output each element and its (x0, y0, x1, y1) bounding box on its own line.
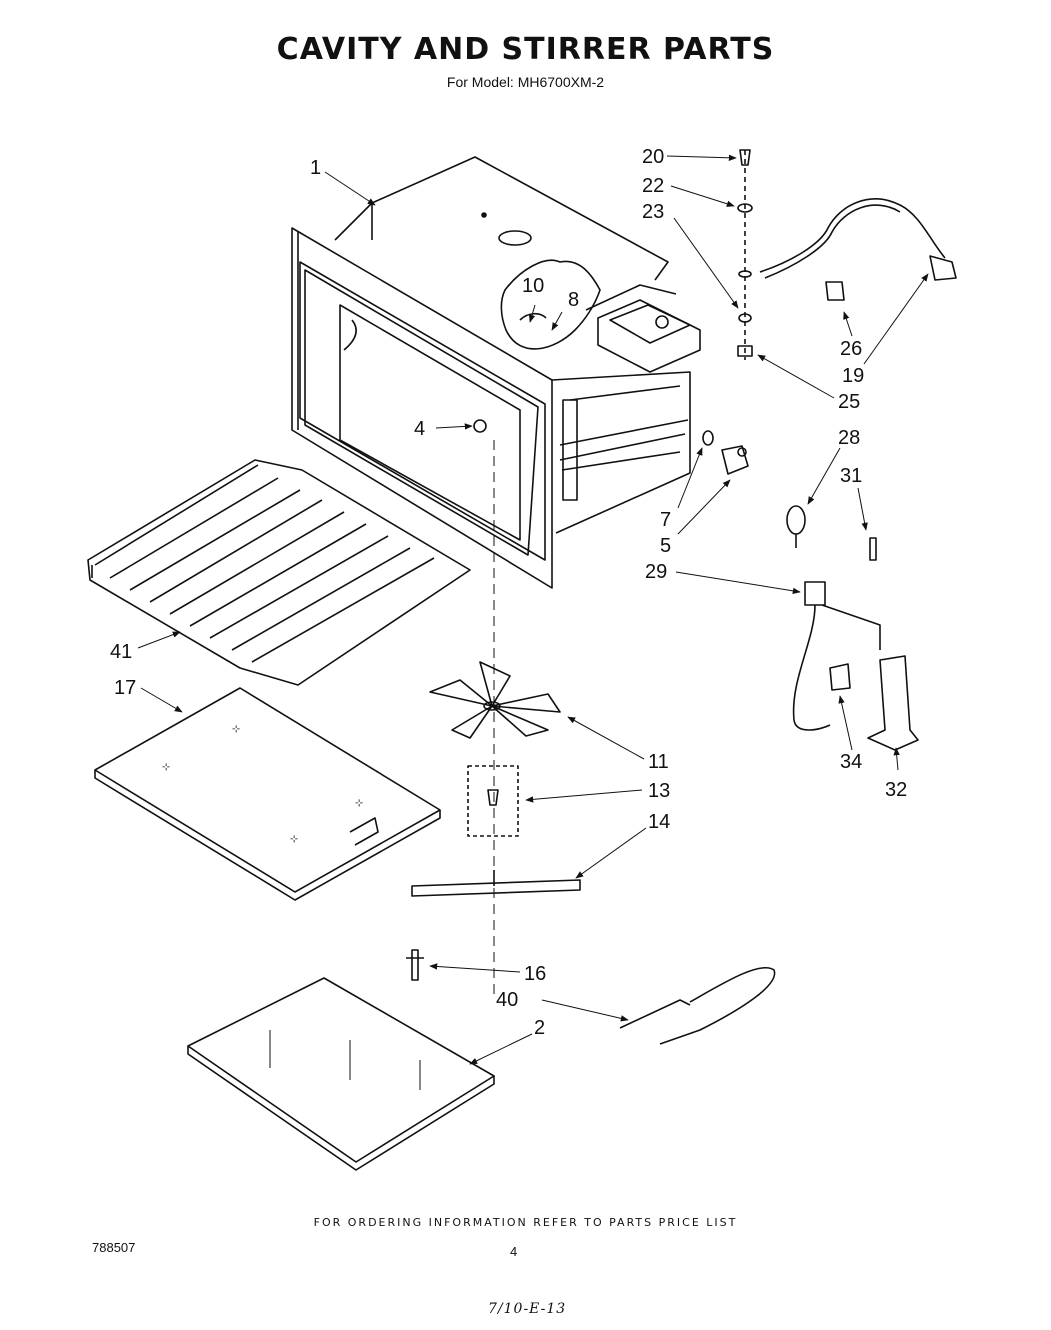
callout-13: 13 (648, 780, 670, 802)
page-title: CAVITY AND STIRRER PARTS (276, 32, 775, 67)
callout-17: 17 (114, 677, 136, 699)
callout-19: 19 (842, 365, 864, 387)
shelf-rack-part (87, 459, 471, 686)
callout-25: 25 (838, 391, 860, 413)
document-number: 788507 (92, 1240, 136, 1255)
callout-29: 29 (645, 561, 667, 583)
glass-tray-part (187, 977, 495, 1171)
callout-26: 26 (840, 338, 862, 360)
callout-5: 5 (660, 535, 671, 557)
callout-31: 31 (840, 465, 862, 487)
lamp-socket-part (786, 505, 881, 731)
callout-22: 22 (642, 175, 664, 197)
power-cord-part (759, 198, 957, 301)
callout-10: 10 (522, 275, 544, 297)
callout-1: 1 (310, 157, 321, 179)
ordering-info-footer: FOR ORDERING INFORMATION REFER TO PARTS … (313, 1216, 738, 1229)
svg-text:⊹: ⊹ (162, 762, 170, 773)
stirrer-blade-part (429, 661, 561, 739)
leader-lines (137, 154, 929, 1065)
callout-23: 23 (642, 201, 664, 223)
screw-stack-part (737, 149, 753, 360)
callout-11: 11 (648, 751, 669, 773)
page-number: 4 (510, 1244, 518, 1259)
callout-14: 14 (648, 811, 670, 833)
tray-part: ⊹ ⊹ ⊹ ⊹ (94, 687, 441, 901)
callout-2: 2 (534, 1017, 545, 1039)
callout-32: 32 (885, 779, 907, 801)
callout-7: 7 (660, 509, 671, 531)
interlock-switch-part (702, 430, 749, 475)
stirrer-shaft-part (411, 870, 581, 897)
bracket-part (829, 655, 919, 751)
callout-8: 8 (568, 289, 579, 311)
callout-16: 16 (524, 963, 546, 985)
model-subtitle: For Model: MH6700XM-2 (446, 74, 605, 90)
oven-cavity-part (291, 156, 701, 589)
svg-text:⊹: ⊹ (232, 724, 240, 735)
callout-labels: 1 2 4 5 7 8 10 11 13 14 16 17 19 20 22 2… (110, 146, 907, 1039)
callout-20: 20 (642, 146, 664, 168)
pin-part (406, 949, 424, 981)
callout-40: 40 (496, 989, 518, 1011)
callout-34: 34 (840, 751, 862, 773)
callout-28: 28 (838, 427, 860, 449)
callout-4: 4 (414, 418, 425, 440)
svg-text:⊹: ⊹ (355, 798, 363, 809)
stirrer-support-part (467, 765, 519, 837)
svg-text:⊹: ⊹ (290, 834, 298, 845)
handwritten-note: 7/10-E-13 (488, 1301, 567, 1317)
callout-41: 41 (110, 641, 132, 663)
temperature-probe-part (619, 967, 776, 1045)
